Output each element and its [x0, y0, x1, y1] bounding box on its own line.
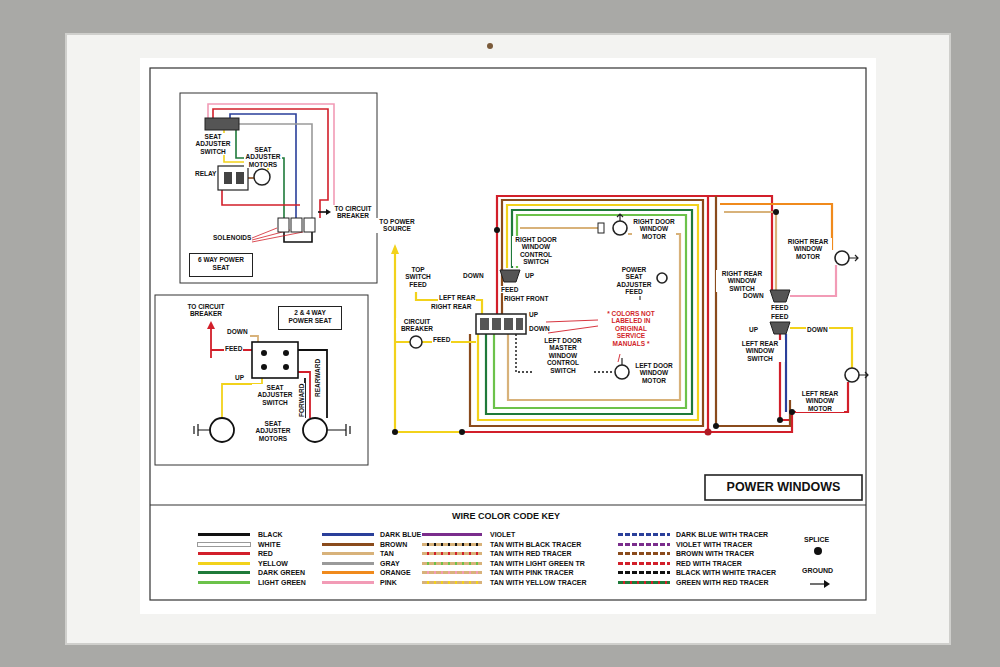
legend-swatch — [322, 581, 374, 584]
legend-text: DARK GREEN — [258, 568, 305, 577]
legend-text: TAN WITH YELLOW TRACER — [490, 578, 587, 587]
legend-text: TAN — [380, 549, 394, 558]
diagram-label: TOP SWITCH FEED — [402, 266, 434, 288]
diagram-label: SEAT ADJUSTER SWITCH — [194, 133, 232, 155]
legend-text: BLACK WITH WHITE TRACER — [676, 568, 776, 577]
diagram-label: SEAT ADJUSTER SWITCH — [252, 384, 298, 406]
legend-text: ORANGE — [380, 568, 411, 577]
legend-text: LIGHT GREEN — [258, 578, 306, 587]
diagram-label: LEFT REAR WINDOW MOTOR — [796, 390, 844, 412]
diagram-label: TO CIRCUIT BREAKER — [332, 205, 374, 220]
legend-swatch — [322, 543, 374, 546]
legend-text: TAN WITH PINK TRACER — [490, 568, 573, 577]
diagram-label: TO CIRCUIT BREAKER — [170, 303, 242, 318]
diagram-label: DOWN — [742, 292, 765, 299]
legend-text: WHITE — [258, 540, 281, 549]
diagram-label: UP — [234, 374, 245, 381]
box-text: 6 WAY POWER SEAT — [195, 256, 247, 272]
diagram-title: POWER WINDOWS — [706, 480, 861, 495]
diagram-label: FORWARD — [298, 383, 305, 418]
diagram-label: FEED — [770, 313, 789, 320]
legend-text: SPLICE — [804, 535, 829, 544]
legend-swatch — [618, 533, 670, 536]
diagram-label: FEED — [224, 345, 243, 352]
diagram-label: POWER SEAT ADJUSTER FEED — [612, 266, 656, 296]
diagram-label: * COLORS NOT LABELED IN ORIGINAL SERVICE… — [600, 310, 662, 347]
label-box: 6 WAY POWER SEAT — [189, 253, 253, 277]
legend-text: DARK BLUE — [380, 530, 421, 539]
diagram-label: RIGHT DOOR WINDOW CONTROL SWITCH — [512, 236, 560, 266]
diagram-label: UP — [524, 272, 535, 279]
legend-swatch — [198, 543, 250, 546]
diagram-label: FEED — [500, 286, 519, 293]
legend-text: TAN WITH BLACK TRACER — [490, 540, 581, 549]
legend-text: GREEN WITH RED TRACER — [676, 578, 769, 587]
diagram-label: CIRCUIT BREAKER — [396, 318, 438, 333]
diagram-label: LEFT DOOR WINDOW MOTOR — [632, 362, 676, 384]
legend-text: GRAY — [380, 559, 400, 568]
legend-swatch — [322, 533, 374, 536]
legend-text: GROUND — [802, 566, 833, 575]
legend-swatch — [198, 533, 250, 536]
diagram-label: SEAT ADJUSTER MOTORS — [250, 420, 296, 442]
diagram-label: RIGHT FRONT — [503, 295, 549, 302]
legend-swatch — [618, 562, 670, 565]
legend-swatch — [422, 571, 482, 574]
legend-text: PINK — [380, 578, 397, 587]
legend-swatch — [422, 533, 482, 536]
legend-text: VIOLET — [490, 530, 515, 539]
legend-text: VIOLET WITH TRACER — [676, 540, 752, 549]
legend-swatch — [618, 552, 670, 555]
diagram-label: DOWN — [462, 272, 485, 279]
diagram-label: DOWN — [226, 328, 249, 335]
diagram-label: SOLENOIDS — [212, 234, 252, 241]
diagram-label: REARWARD — [314, 358, 321, 398]
legend-text: BROWN — [380, 540, 407, 549]
diagram-label: RELAY — [194, 170, 217, 177]
legend-swatch — [422, 581, 482, 584]
diagram-label: RIGHT REAR WINDOW SWITCH — [716, 270, 768, 292]
legend-swatch — [422, 562, 482, 565]
legend-text: TAN WITH LIGHT GREEN TR — [490, 559, 585, 568]
legend-swatch — [618, 571, 670, 574]
legend-swatch — [198, 562, 250, 565]
diagram-label: LEFT REAR WINDOW SWITCH — [735, 340, 785, 362]
diagram-label: WIRE COLOR CODE KEY — [425, 511, 587, 521]
diagram-label: RIGHT REAR — [430, 303, 472, 310]
legend-swatch — [198, 552, 250, 555]
legend-text: BLACK — [258, 530, 283, 539]
legend-swatch — [198, 571, 250, 574]
diagram-label: LEFT DOOR MASTER WINDOW CONTROL SWITCH — [534, 337, 592, 374]
diagram-label: RIGHT DOOR WINDOW MOTOR — [632, 218, 676, 240]
diagram-label: DOWN — [528, 325, 551, 332]
diagram-label: RIGHT REAR WINDOW MOTOR — [784, 238, 832, 260]
diagram-label: DOWN — [806, 326, 829, 333]
legend-swatch — [322, 562, 374, 565]
legend-swatch — [322, 552, 374, 555]
diagram-label: LEFT REAR — [438, 294, 476, 301]
diagram-label: UP — [748, 326, 759, 333]
legend-text: RED — [258, 549, 273, 558]
legend-swatch — [422, 552, 482, 555]
legend-text: RED WITH TRACER — [676, 559, 742, 568]
legend-swatch — [618, 543, 670, 546]
legend-text: YELLOW — [258, 559, 288, 568]
legend-text: TAN WITH RED TRACER — [490, 549, 572, 558]
diagram-label: FEED — [432, 336, 451, 343]
legend-text: BROWN WITH TRACER — [676, 549, 754, 558]
legend-swatch — [198, 581, 250, 584]
box-text: 2 & 4 WAY POWER SEAT — [284, 309, 336, 325]
diagram-label: UP — [528, 311, 539, 318]
legend-swatch — [322, 571, 374, 574]
diagram-label: TO POWER SOURCE — [376, 218, 418, 233]
legend-swatch — [618, 581, 670, 584]
diagram-label: SEAT ADJUSTER MOTORS — [244, 146, 282, 168]
legend-text: DARK BLUE WITH TRACER — [676, 530, 768, 539]
diagram-label: FEED — [770, 304, 789, 311]
label-box: 2 & 4 WAY POWER SEAT — [278, 306, 342, 330]
legend-swatch — [422, 543, 482, 546]
